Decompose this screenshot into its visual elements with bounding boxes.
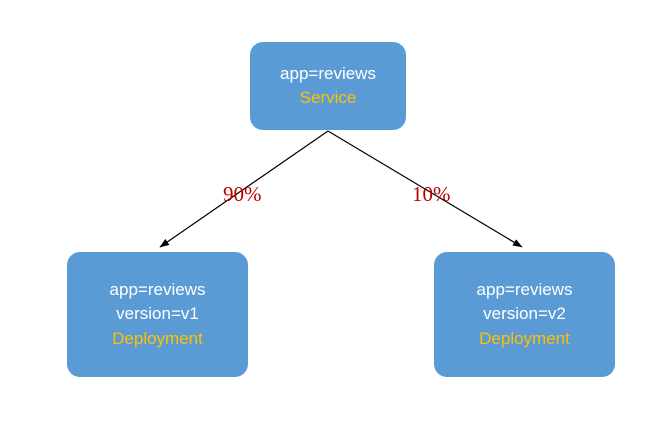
node-deployment-v1-kind: Deployment [112, 328, 203, 348]
node-deployment-v2[interactable]: app=reviews version=v2 Deployment [434, 252, 615, 377]
node-service-selector: app=reviews [280, 63, 376, 83]
node-deployment-v2-kind: Deployment [479, 328, 570, 348]
edge-label-weight-v1: 90% [223, 182, 262, 206]
node-deployment-v1-version: version=v1 [116, 304, 199, 324]
node-deployment-v2-selector: app=reviews [476, 280, 573, 300]
node-service-kind: Service [299, 88, 357, 107]
node-service[interactable]: app=reviews Service [250, 42, 406, 130]
node-deployment-v1-selector: app=reviews [109, 280, 206, 300]
node-deployment-v2-version: version=v2 [483, 304, 566, 324]
edge-label-weight-v2: 10% [412, 182, 451, 206]
node-deployment-v1[interactable]: app=reviews version=v1 Deployment [67, 252, 248, 377]
